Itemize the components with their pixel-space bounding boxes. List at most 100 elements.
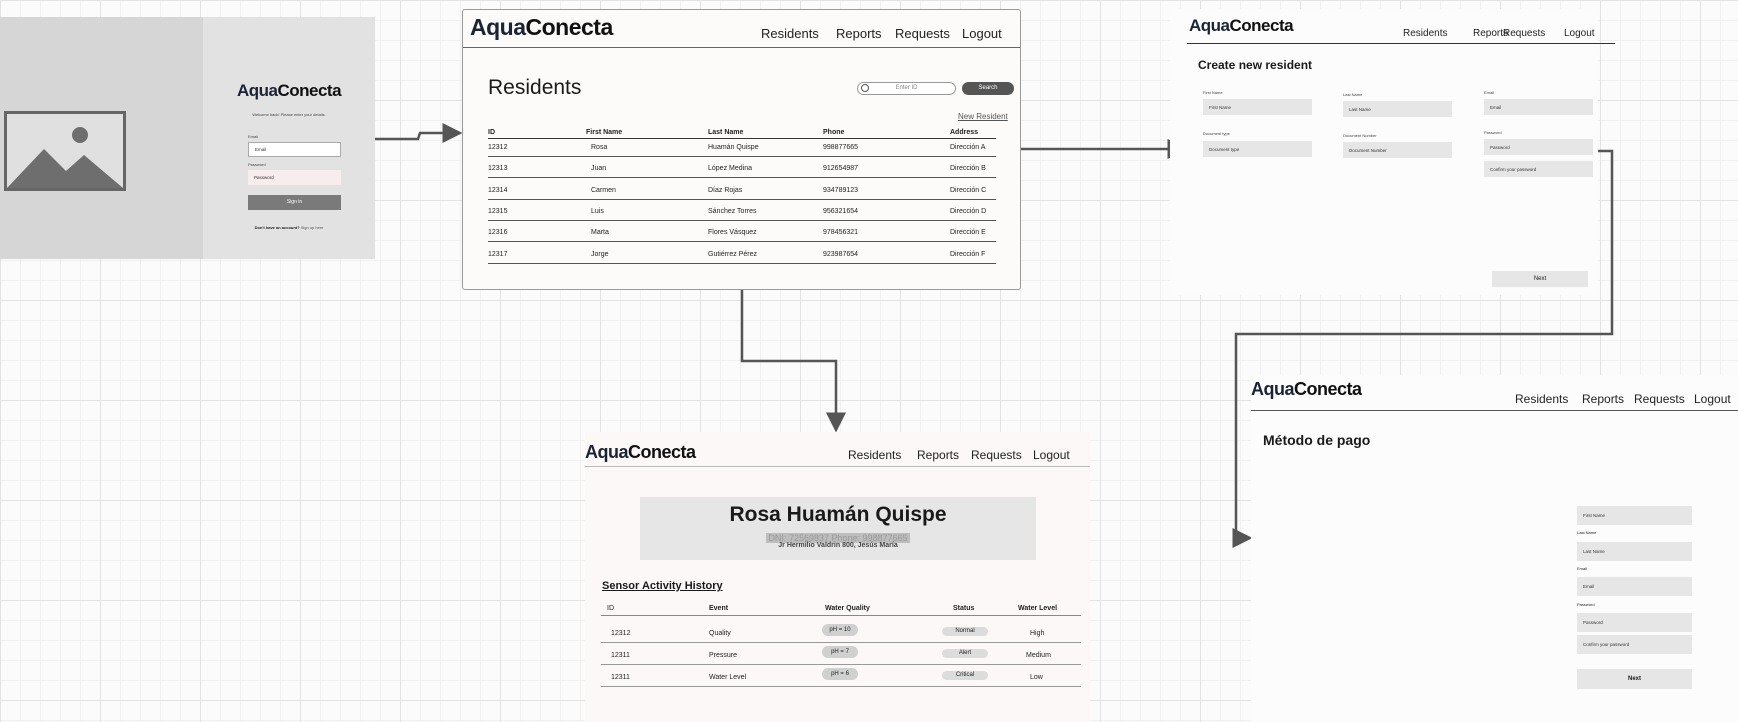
payment-first-name-input[interactable]: First Name: [1577, 506, 1692, 525]
create-nav-logout[interactable]: Logout: [1564, 28, 1595, 39]
residents-cell: Marta: [591, 229, 609, 237]
detail-nav-reports[interactable]: Reports: [917, 448, 960, 462]
residents-header-divider: [463, 47, 1020, 48]
residents-cell: Díaz Rojas: [708, 186, 743, 194]
create-nav-residents[interactable]: Residents: [1403, 28, 1448, 39]
connector-create-to-payment: [1232, 149, 1614, 548]
nav-logout[interactable]: Logout: [962, 26, 1002, 41]
create-first-name-input[interactable]: First Name: [1203, 99, 1312, 115]
payment-last-name-label: Last Name: [1577, 530, 1597, 535]
nav-reports[interactable]: Reports: [836, 26, 882, 41]
image-placeholder-icon: [4, 111, 126, 191]
detail-logo: AquaConecta: [585, 442, 696, 463]
payment-nav-logout[interactable]: Logout: [1694, 392, 1731, 406]
payment-nav-reports[interactable]: Reports: [1582, 392, 1625, 406]
sensor-history-title: Sensor Activity History: [602, 580, 723, 592]
new-resident-link[interactable]: New Resident: [958, 112, 1008, 121]
payment-password-input[interactable]: Password: [1577, 613, 1692, 632]
sensor-cell: Medium: [1026, 652, 1051, 659]
residents-cell: 912654987: [823, 165, 859, 173]
status-badge: Critical: [942, 671, 988, 680]
create-doctype-label: Document type: [1203, 131, 1230, 136]
sensor-cell: 12312: [611, 630, 631, 637]
nav-requests[interactable]: Requests: [895, 26, 950, 41]
login-screen: AquaConecta Welcome back! Please enter y…: [0, 17, 375, 259]
payment-screen: AquaConecta Residents Reports Requests L…: [1251, 375, 1738, 722]
residents-col-header: First Name: [586, 129, 623, 136]
residents-cell: López Medina: [708, 165, 752, 173]
row-divider: [488, 241, 996, 243]
sensor-header-line: [601, 615, 1081, 616]
resident-name: Rosa Huamán Quispe: [729, 503, 947, 526]
signup-link[interactable]: Sign up here: [300, 225, 324, 230]
create-docnum-input[interactable]: Document Number: [1343, 142, 1452, 158]
residents-cell: Dirección F: [950, 250, 986, 258]
payment-nav-requests[interactable]: Requests: [1634, 392, 1685, 406]
brand-part-aqua: Aqua: [1189, 16, 1230, 35]
create-password-input[interactable]: Password: [1484, 139, 1593, 155]
sensor-col-header: Event: [709, 605, 729, 612]
brand-part-conecta: Conecta: [1294, 379, 1362, 399]
residents-cell: 12314: [488, 186, 508, 194]
residents-cell: Dirección B: [950, 165, 986, 173]
nav-residents[interactable]: Residents: [761, 26, 819, 41]
payment-nav-residents[interactable]: Residents: [1515, 392, 1569, 406]
payment-next-button[interactable]: Next: [1577, 669, 1692, 689]
search-placeholder: Enter ID: [895, 85, 918, 91]
residents-cell: Carmen: [591, 186, 616, 194]
create-email-input[interactable]: Email: [1484, 99, 1593, 115]
residents-cell: 934789123: [823, 186, 859, 194]
row-divider: [488, 156, 996, 157]
brand-part-conecta: Conecta: [277, 81, 342, 100]
create-docnum-label: Document Number: [1343, 133, 1377, 138]
brand-part-conecta: Conecta: [628, 442, 696, 462]
connector-residents-to-detail: [740, 290, 846, 433]
create-next-button[interactable]: Next: [1492, 271, 1588, 287]
search-icon: [861, 84, 869, 92]
payment-confirm-input[interactable]: Confirm your password: [1577, 635, 1692, 654]
payment-password-label: Password: [1577, 602, 1595, 607]
payment-email-input[interactable]: Email: [1577, 577, 1692, 596]
login-password-input[interactable]: Password: [248, 170, 341, 185]
residents-cell: 12315: [488, 207, 508, 215]
create-nav-reports[interactable]: Reports: [1473, 28, 1509, 39]
row-divider: [601, 664, 1081, 665]
residents-cell: Dirección D: [950, 207, 987, 215]
residents-search-input[interactable]: Enter ID: [857, 82, 956, 95]
connector-login-to-residents: [375, 123, 463, 143]
residents-cell: Sánchez Torres: [708, 207, 757, 215]
water-quality-pill: pH = 6: [822, 668, 858, 680]
create-confirm-input[interactable]: Confirm your password: [1484, 161, 1593, 177]
status-badge: Normal: [942, 627, 988, 636]
sensor-cell: Water Level: [709, 674, 747, 681]
residents-logo: AquaConecta: [470, 14, 613, 41]
create-last-name-input[interactable]: Last Name: [1343, 101, 1452, 117]
signin-button[interactable]: Sign in: [248, 195, 341, 210]
detail-nav-requests[interactable]: Requests: [971, 448, 1022, 462]
payment-last-name-input[interactable]: Last Name: [1577, 542, 1692, 561]
row-divider: [488, 262, 996, 264]
create-nav-requests-label[interactable]: Requests: [1503, 28, 1546, 39]
sensor-cell: Pressure: [709, 652, 738, 659]
residents-cell: Rosa: [591, 144, 608, 151]
payment-logo: AquaConecta: [1251, 379, 1362, 400]
detail-nav-logout[interactable]: Logout: [1033, 448, 1070, 462]
login-welcome: Welcome back! Please enter your details.: [252, 112, 326, 117]
residents-cell: Dirección E: [950, 229, 986, 237]
brand-part-aqua: Aqua: [236, 81, 278, 100]
login-email-input[interactable]: Email: [248, 142, 341, 157]
resident-ids-text: DNI: 72569837 Phone: 998877665: [766, 533, 910, 543]
create-resident-screen: AquaConecta Residents Reports Requests R…: [1170, 9, 1615, 295]
residents-cell: Flores Vásquez: [708, 229, 757, 237]
signup-line: Don't have an account? Sign up here: [203, 225, 375, 230]
water-quality-pill: pH = 10: [822, 624, 858, 636]
residents-cell: Gutiérrez Pérez: [708, 250, 758, 258]
detail-nav-residents[interactable]: Residents: [848, 448, 902, 462]
residents-cell: Huamán Quispe: [708, 144, 759, 151]
login-password-label: Password: [248, 162, 266, 167]
sensor-cell: Low: [1030, 674, 1043, 681]
create-doctype-input[interactable]: Document type: [1203, 141, 1312, 157]
create-logo: AquaConecta: [1189, 16, 1294, 36]
residents-search-button[interactable]: Search: [962, 82, 1014, 95]
residents-col-header: Address: [950, 129, 979, 136]
